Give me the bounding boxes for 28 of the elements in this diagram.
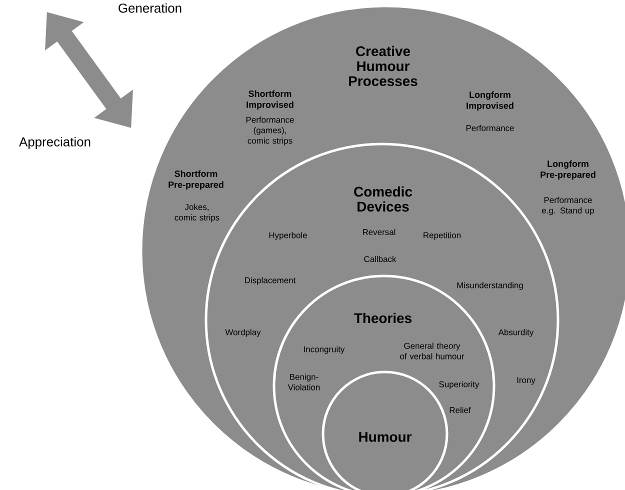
axis-label: Generation xyxy=(118,3,182,13)
item-label: Superiority xyxy=(439,381,480,389)
item-label: Benign-Violation xyxy=(288,374,320,390)
item-label: General theory of verbal humour xyxy=(400,342,464,360)
item-label: Performance e.g. Stand up xyxy=(542,196,594,216)
axis-label: Appreciation xyxy=(19,136,90,150)
item-label: Displacement xyxy=(245,277,296,285)
item-label: Relief xyxy=(450,406,471,414)
item-label: Jokes, comic strips xyxy=(174,204,220,222)
item-label: Performance xyxy=(466,124,514,132)
circle-heading: Comedic Devices xyxy=(354,186,412,212)
item-label: Wordplay xyxy=(225,329,261,337)
item-label: Performance (games), comic strips xyxy=(246,116,294,146)
circle-heading: Theories xyxy=(354,312,412,324)
category-heading: Shortform Pre-prepared xyxy=(168,170,224,190)
item-label: Callback xyxy=(364,256,396,262)
item-label: Incongruity xyxy=(304,346,345,354)
item-label: Repetition xyxy=(424,232,460,240)
item-label: Reversal xyxy=(362,228,396,236)
circle-heading: Humour xyxy=(359,432,412,442)
item-label: Misunderstanding xyxy=(457,282,523,290)
item-label: Hyperbole xyxy=(269,232,307,240)
item-label: Irony xyxy=(517,377,536,385)
item-label: Absurdity xyxy=(498,329,534,337)
circle-heading: Creative Humour Processes xyxy=(349,46,418,86)
category-heading: Longform Pre-prepared xyxy=(540,160,596,180)
category-heading: Shortform Improvised xyxy=(246,90,294,110)
category-heading: Longform Improvised xyxy=(466,91,514,111)
